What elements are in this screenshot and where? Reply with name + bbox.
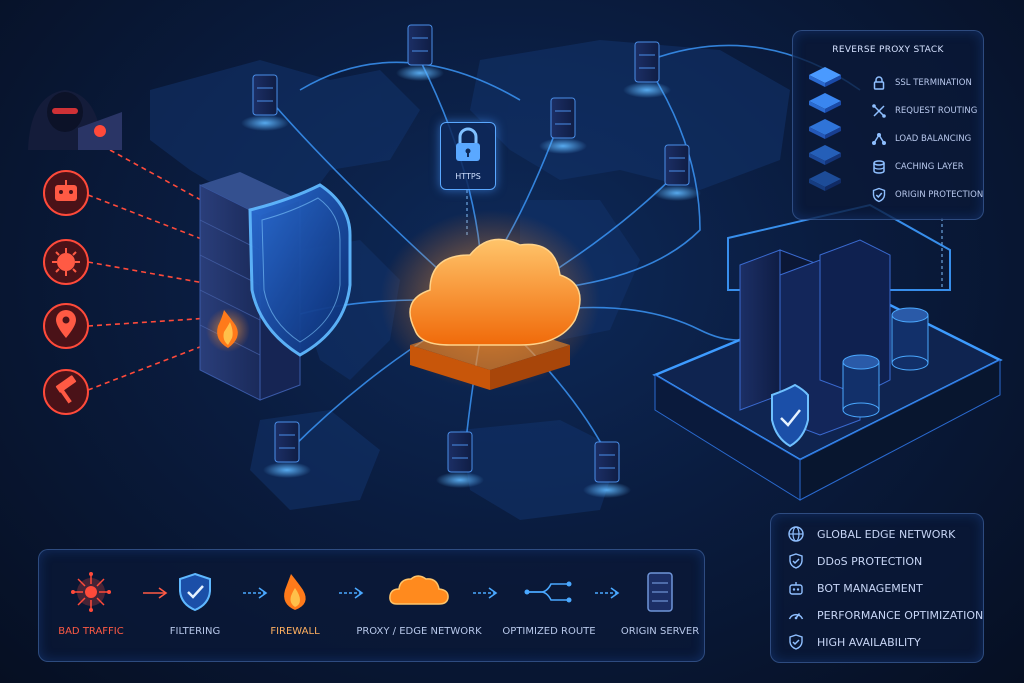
flow-step-optimized-route: OPTIMIZED ROUTE	[497, 550, 601, 661]
stack-item-label: ORIGIN PROTECTION	[895, 190, 984, 200]
route-icon	[524, 581, 572, 603]
flame-icon	[206, 308, 250, 352]
arrow-right-icon	[595, 587, 620, 599]
flow-step-label: FILTERING	[169, 626, 221, 637]
arrow-right-icon	[473, 587, 498, 599]
flow-step-firewall: FIREWALL	[247, 550, 343, 661]
flow-step-bad-traffic: BAD TRAFFIC	[39, 550, 143, 661]
server-icon	[263, 421, 311, 478]
flow-step-filtering: FILTERING	[147, 550, 243, 661]
stack-item-label: SSL TERMINATION	[895, 78, 972, 88]
shield-check-icon	[771, 383, 809, 448]
server-icon	[583, 441, 631, 498]
robot-icon	[43, 170, 89, 216]
speedometer-icon	[788, 613, 804, 620]
feature-label: DDoS PROTECTION	[817, 554, 923, 568]
features-panel: GLOBAL EDGE NETWORK DDoS PROTECTION BOT …	[770, 513, 984, 663]
arrow-right-icon	[243, 587, 268, 599]
server-icon	[241, 74, 289, 131]
cloud-icon	[389, 575, 449, 605]
https-label: HTTPS	[455, 172, 481, 181]
shield-check-icon	[179, 572, 211, 612]
reverse-proxy-stack-panel: REVERSE PROXY STACK SSL TERMINATION	[792, 30, 984, 220]
server-icon	[539, 97, 587, 154]
server-icon	[436, 431, 484, 488]
feature-bot-management: BOT MANAGEMENT	[787, 578, 923, 598]
origin-data-center	[652, 203, 1003, 501]
shield-check-icon	[872, 187, 886, 203]
stack-item-ssl-termination: SSL TERMINATION	[871, 74, 972, 92]
shield-icon	[248, 183, 352, 357]
hacker-icon	[28, 90, 122, 150]
database-icon	[842, 307, 929, 418]
server-icon	[623, 41, 671, 98]
shield-check-icon	[789, 553, 803, 569]
flow-step-proxy-edge-network: PROXY / EDGE NETWORK	[355, 550, 483, 661]
layer-stack-icon	[809, 67, 841, 191]
feature-label: HIGH AVAILABILITY	[817, 635, 921, 649]
stack-item-label: REQUEST ROUTING	[895, 106, 978, 116]
edge-servers	[241, 24, 701, 498]
database-icon	[873, 160, 885, 174]
flow-step-label: OPTIMIZED ROUTE	[502, 626, 596, 637]
flow-step-origin-server: ORIGIN SERVER	[617, 550, 703, 661]
arrow-right-icon	[143, 587, 168, 599]
feature-ddos-protection: DDoS PROTECTION	[787, 551, 922, 571]
flow-step-label: FIREWALL	[270, 626, 320, 637]
lock-icon	[873, 76, 885, 90]
shield-check-icon	[789, 634, 803, 650]
virus-icon	[71, 572, 111, 612]
stack-item-label: CACHING LAYER	[895, 162, 964, 172]
feature-label: PERFORMANCE OPTIMIZATION	[817, 608, 984, 622]
stack-item-request-routing: REQUEST ROUTING	[871, 102, 977, 120]
arrow-right-icon	[339, 587, 364, 599]
feature-label: BOT MANAGEMENT	[817, 581, 923, 595]
https-badge: HTTPS	[440, 122, 496, 190]
feature-high-availability: HIGH AVAILABILITY	[787, 632, 921, 652]
server-icon	[653, 144, 701, 201]
flow-step-label: ORIGIN SERVER	[620, 626, 700, 637]
flame-icon	[284, 574, 306, 610]
feature-label: GLOBAL EDGE NETWORK	[817, 527, 956, 541]
traffic-flow-panel: BAD TRAFFIC FILTERING FIREWALL	[38, 549, 705, 662]
server-icon	[396, 24, 444, 81]
feature-performance-optimization: PERFORMANCE OPTIMIZATION	[787, 605, 983, 625]
stack-item-load-balancing: LOAD BALANCING	[871, 130, 971, 148]
lock-icon	[456, 127, 480, 161]
globe-icon	[788, 526, 804, 542]
flow-step-label: BAD TRAFFIC	[58, 626, 124, 637]
feature-global-edge-network: GLOBAL EDGE NETWORK	[787, 524, 955, 544]
stack-item-label: LOAD BALANCING	[895, 134, 972, 144]
edge-cloud-icon	[380, 210, 600, 390]
robot-icon	[789, 582, 803, 595]
routing-icon	[872, 104, 886, 118]
virus-icon	[43, 239, 89, 285]
threat-badges	[43, 170, 89, 415]
server-icon	[647, 572, 673, 612]
location-pin-icon	[43, 303, 89, 349]
stack-title: REVERSE PROXY STACK	[832, 45, 944, 55]
stack-item-origin-protection: ORIGIN PROTECTION	[871, 186, 983, 204]
load-balance-icon	[872, 133, 886, 145]
stack-item-caching-layer: CACHING LAYER	[871, 158, 964, 176]
hammer-icon	[43, 369, 89, 415]
flow-step-label: PROXY / EDGE NETWORK	[356, 626, 482, 637]
